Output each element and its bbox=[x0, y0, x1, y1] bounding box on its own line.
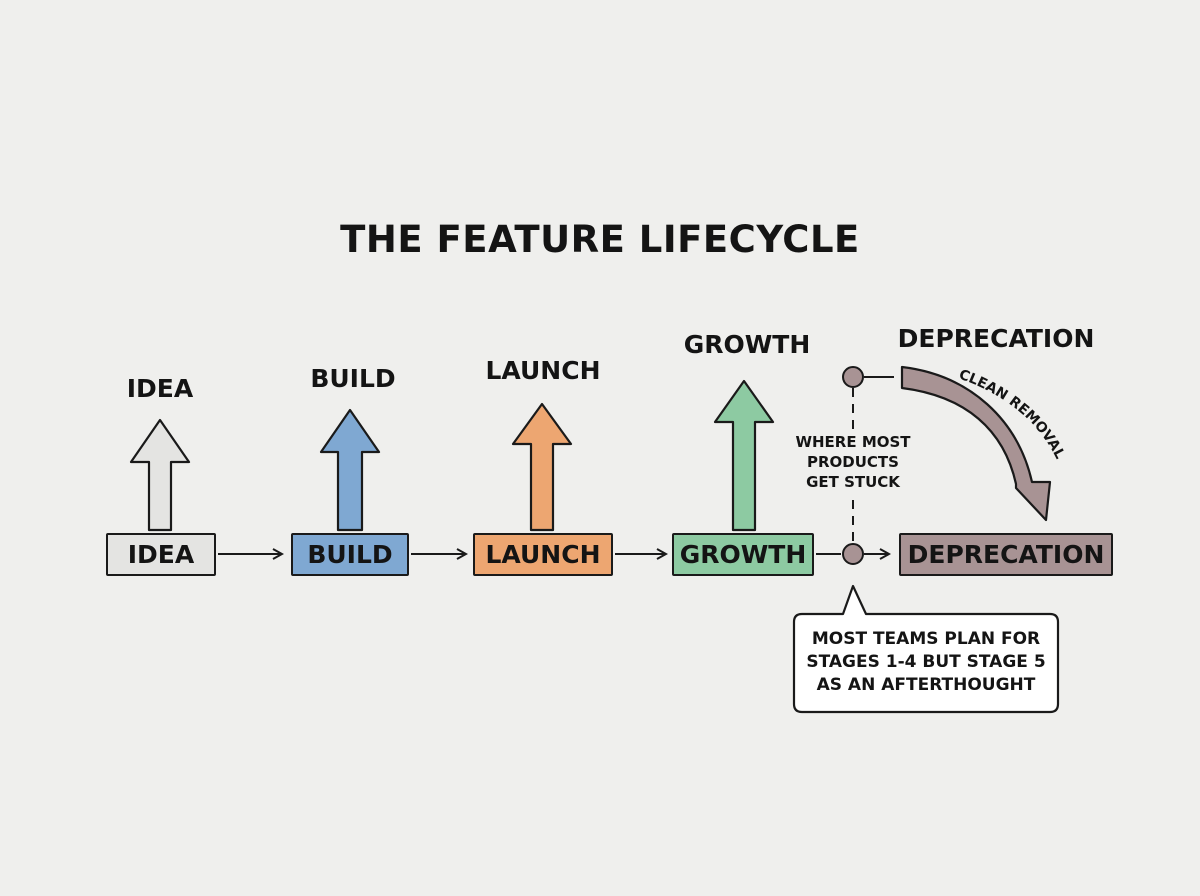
callout-bubble bbox=[792, 584, 1060, 714]
launch-up-arrow bbox=[511, 402, 573, 532]
top-marker-dot bbox=[842, 366, 864, 388]
stage-label-growth: GROWTH bbox=[683, 330, 811, 359]
stage-box-build: BUILD bbox=[291, 533, 409, 576]
stage-label-deprecation: DEPRECATION bbox=[897, 324, 1095, 353]
clean-removal-curved-arrow bbox=[900, 365, 1052, 522]
stage-label-build: BUILD bbox=[310, 364, 396, 393]
diagram-title: THE FEATURE LIFECYCLE bbox=[340, 218, 860, 261]
idea-up-arrow bbox=[129, 418, 191, 532]
stage-box-growth: GROWTH bbox=[672, 533, 814, 576]
callout-text: MOST TEAMS PLAN FOR STAGES 1-4 BUT STAGE… bbox=[796, 628, 1056, 697]
bottom-marker-dot bbox=[842, 543, 864, 565]
stage-label-idea: IDEA bbox=[126, 374, 194, 403]
stage-label-launch: LAUNCH bbox=[485, 356, 601, 385]
stuck-note: WHERE MOST PRODUCTS GET STUCK bbox=[782, 432, 924, 492]
stuck-note-line-2: PRODUCTS bbox=[807, 453, 899, 471]
callout-line-2: STAGES 1-4 BUT STAGE 5 bbox=[806, 652, 1046, 672]
stuck-note-line-3: GET STUCK bbox=[806, 473, 900, 491]
build-up-arrow bbox=[319, 408, 381, 532]
callout-line-1: MOST TEAMS PLAN FOR bbox=[811, 629, 1041, 649]
callout-line-3: AS AN AFTERTHOUGHT bbox=[816, 675, 1036, 695]
growth-up-arrow bbox=[713, 379, 775, 532]
stage-box-launch: LAUNCH bbox=[473, 533, 613, 576]
stage-box-idea: IDEA bbox=[106, 533, 216, 576]
stage-box-deprecation: DEPRECATION bbox=[899, 533, 1113, 576]
stuck-note-line-1: WHERE MOST bbox=[795, 433, 911, 451]
